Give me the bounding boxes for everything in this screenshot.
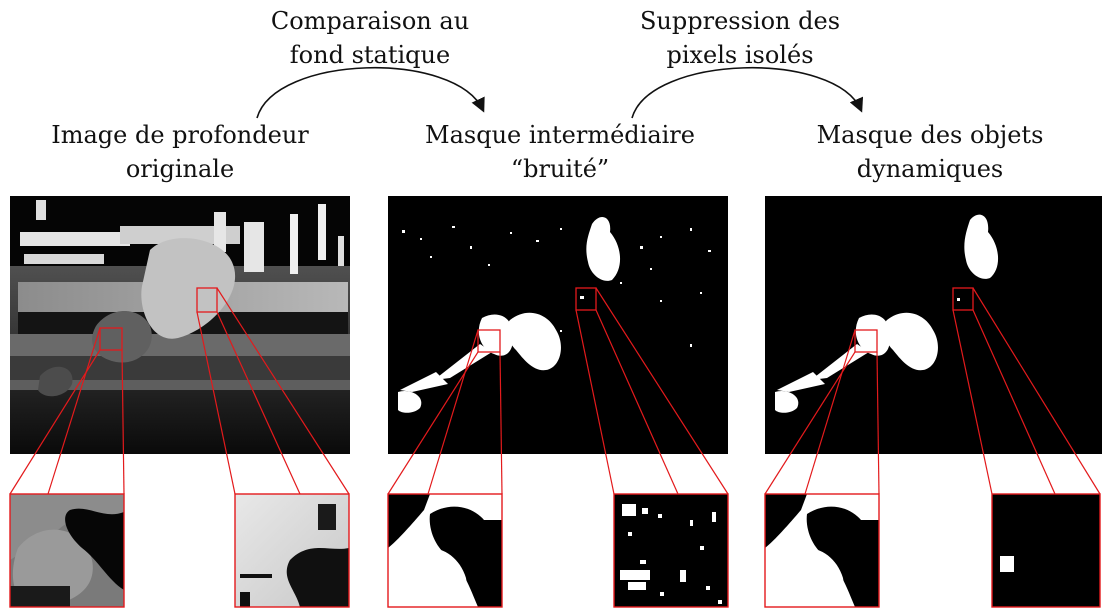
transition-label-line2: fond statique (289, 41, 451, 69)
stage-label-line2: dynamiques (856, 155, 1004, 183)
transition-label-isolated-pixel-removal: Suppression des pixels isolés (600, 4, 880, 72)
depth-image-panel (9, 196, 350, 495)
dynamic-mask-zoom-right (991, 493, 1101, 608)
stage-label-line1: Masque intermédiaire (425, 121, 695, 149)
stage-label-line1: Image de profondeur (51, 121, 309, 149)
dynamic-mask-panel (764, 196, 1102, 495)
depth-zoom-left (9, 493, 125, 608)
stage-label-line1: Masque des objets (816, 121, 1044, 149)
noisy-mask-panel (387, 196, 729, 495)
transition-arrow-2 (631, 67, 863, 119)
transition-label-line1: Suppression des (639, 7, 841, 35)
transition-label-line2: pixels isolés (666, 41, 814, 69)
stage-label-line2: originale (125, 155, 235, 183)
noisy-mask-zoom-left (387, 493, 503, 608)
stage-label-original-depth: Image de profondeur originale (20, 118, 340, 186)
stage-label-dynamic-mask: Masque des objets dynamiques (770, 118, 1090, 186)
transition-arrow-1 (256, 67, 485, 119)
transition-label-background-comparison: Comparaison au fond statique (230, 4, 510, 72)
transition-label-line1: Comparaison au (270, 7, 470, 35)
stage-label-line2: “bruité” (510, 155, 610, 183)
noisy-mask-zoom-right (613, 493, 729, 608)
stage-label-noisy-mask: Masque intermédiaire “bruité” (400, 118, 720, 186)
dynamic-mask-zoom-left (764, 493, 880, 608)
depth-zoom-right (234, 493, 350, 608)
